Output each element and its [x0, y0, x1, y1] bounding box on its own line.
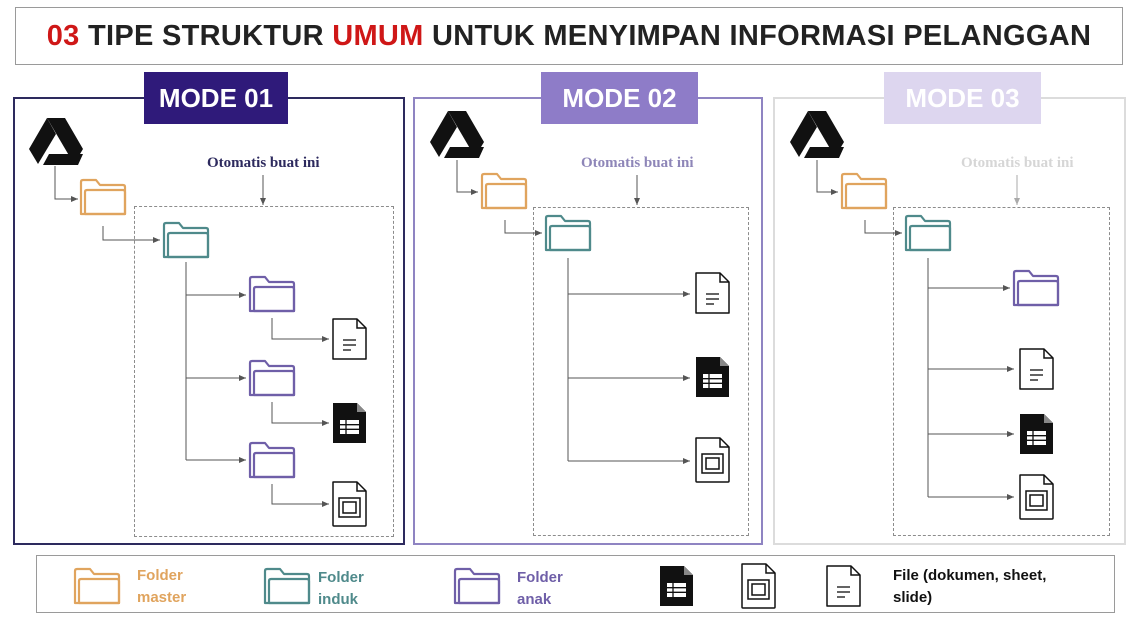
legend-file-line-2: slide)	[893, 589, 933, 606]
mode-03-label: MODE 03	[884, 72, 1041, 124]
legend	[36, 555, 1115, 613]
title-number: 03	[46, 19, 80, 52]
folder-anak-icon	[248, 441, 296, 479]
document-icon	[695, 272, 730, 314]
page-title: 03 TIPE STRUKTUR UMUM UNTUK MENYIMPAN IN…	[47, 20, 1091, 53]
sheet-icon	[332, 402, 367, 444]
mode-03-annotation: Otomatis buat ini	[961, 155, 1074, 171]
folder-master-icon	[480, 172, 528, 210]
title-highlight: UMUM	[332, 19, 424, 52]
legend-folder-induk-line-2: induk	[318, 591, 358, 608]
drive-icon	[29, 118, 83, 165]
legend-folder-master-line-2: master	[137, 589, 187, 606]
legend-file-line-1: File (dokumen, sheet,	[893, 567, 1047, 584]
sheet-icon	[1019, 413, 1054, 455]
folder-master-icon	[79, 178, 127, 216]
legend-folder-master-label: Folder master	[137, 565, 217, 609]
folder-induk-icon	[904, 214, 952, 252]
legend-folder-anak-line-2: anak	[517, 591, 552, 608]
title-part-2: UNTUK MENYIMPAN INFORMASI PELANGGAN	[423, 19, 1092, 52]
slide-icon	[1019, 474, 1054, 520]
slide-icon	[332, 481, 367, 527]
mode-01-auto-region	[134, 206, 394, 537]
title-box: 03 TIPE STRUKTUR UMUM UNTUK MENYIMPAN IN…	[15, 7, 1123, 65]
document-icon	[332, 318, 367, 360]
folder-anak-icon	[248, 275, 296, 313]
slide-icon	[695, 437, 730, 483]
mode-01-annotation: Otomatis buat ini	[207, 155, 320, 171]
legend-file-label: File (dokumen, sheet, slide)	[893, 565, 1093, 609]
legend-folder-anak-label: Folder anak	[517, 567, 597, 611]
drive-icon	[790, 111, 844, 158]
mode-01-label: MODE 01	[144, 72, 288, 124]
legend-folder-master-line-1: Folder	[137, 567, 183, 584]
sheet-icon	[695, 356, 730, 398]
mode-02-auto-region	[533, 207, 749, 536]
document-icon	[1019, 348, 1054, 390]
legend-folder-induk-label: Folder induk	[318, 567, 398, 611]
mode-03-auto-region	[893, 207, 1110, 536]
title-part-1: TIPE STRUKTUR	[79, 19, 333, 52]
folder-anak-icon	[248, 359, 296, 397]
folder-induk-icon	[544, 214, 592, 252]
drive-icon	[430, 111, 484, 158]
legend-folder-induk-line-1: Folder	[318, 569, 364, 586]
folder-master-icon	[840, 172, 888, 210]
mode-02-annotation: Otomatis buat ini	[581, 155, 694, 171]
mode-02-label: MODE 02	[541, 72, 698, 124]
folder-anak-icon	[1012, 269, 1060, 307]
folder-induk-icon	[162, 221, 210, 259]
legend-folder-anak-line-1: Folder	[517, 569, 563, 586]
